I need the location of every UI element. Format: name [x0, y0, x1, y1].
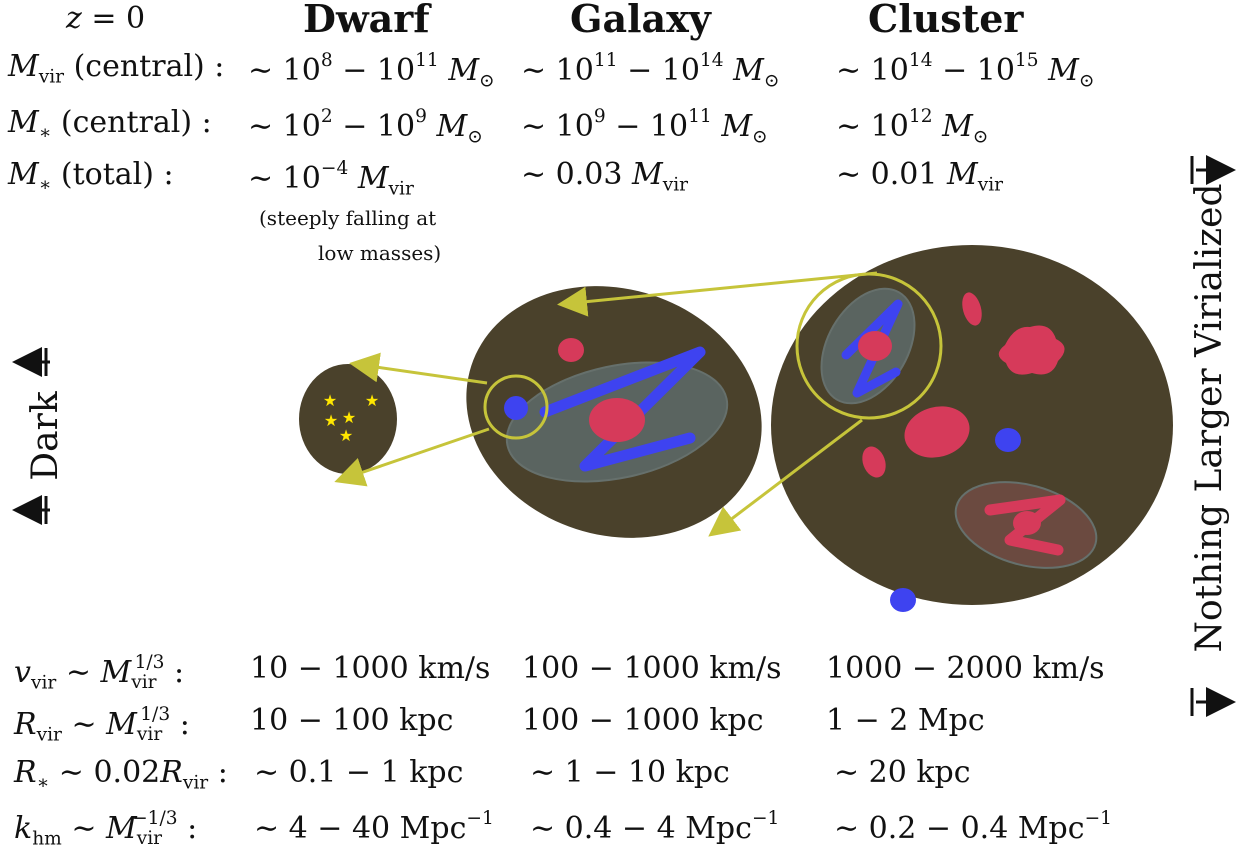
- value-galaxy: 100 − 1000 km/s: [522, 651, 782, 686]
- value-cluster: ∼ 20 kpc: [834, 755, 971, 790]
- row-label: khm ∼ Mvir−1/3 :: [14, 808, 198, 850]
- cluster-red-blob: [998, 325, 1065, 375]
- zoom-arrows: [334, 271, 878, 537]
- dwarf-note-line-2: low masses): [318, 241, 442, 265]
- satellite-blue: [504, 396, 528, 420]
- zoom-circle: [483, 374, 549, 440]
- row-label: Mvir (central) :: [8, 49, 225, 88]
- column-header-cluster: Cluster: [868, 0, 1024, 41]
- row-label: Rvir ∼ Mvir1/3 :: [14, 704, 190, 746]
- value-dwarf: ∼ 0.1 − 1 kpc: [254, 755, 464, 790]
- galaxy-spiral-arms: [539, 346, 706, 472]
- value-dwarf: ∼ 108 − 1011 M⊙: [248, 50, 495, 92]
- star-icon: ★: [339, 426, 353, 445]
- value-galaxy: 100 − 1000 kpc: [522, 703, 764, 738]
- galaxy-bulge: [589, 398, 645, 442]
- column-header-galaxy: Galaxy: [570, 0, 711, 41]
- row-label: M∗ (total) :: [8, 157, 174, 196]
- value-cluster: ∼ 1014 − 1015 M⊙: [836, 50, 1095, 92]
- row-label: R∗ ∼ 0.02Rvir :: [14, 755, 228, 794]
- value-cluster: ∼ 0.01 Mvir: [836, 157, 1004, 196]
- star-icon: ★: [365, 391, 379, 410]
- value-dwarf: 10 − 1000 km/s: [250, 651, 491, 686]
- value-cluster: ∼ 1012 M⊙: [836, 106, 989, 148]
- value-galaxy: ∼ 109 − 1011 M⊙: [521, 106, 768, 148]
- star-icon: ★: [324, 411, 338, 430]
- left-side-arrows: [11, 347, 50, 525]
- value-galaxy: ∼ 0.4 − 4 Mpc−1: [530, 808, 780, 846]
- column-header-dwarf: Dwarf: [303, 0, 430, 41]
- cluster-halo: [771, 245, 1173, 612]
- star-icon: ★: [323, 391, 337, 410]
- value-cluster: 1000 − 2000 km/s: [826, 651, 1105, 686]
- galaxy-halo: [466, 286, 762, 538]
- value-galaxy: ∼ 1 − 10 kpc: [530, 755, 730, 790]
- value-dwarf: 10 − 100 kpc: [250, 703, 454, 738]
- dwarf-note-line-1: (steeply falling at: [259, 206, 437, 230]
- dwarf-halo: ★ ★ ★ ★ ★: [299, 364, 397, 474]
- row-label: M∗ (central) :: [8, 105, 212, 144]
- row-label: vvir ∼ Mvir1/3 :: [14, 652, 185, 694]
- value-dwarf: ∼ 4 − 40 Mpc−1: [254, 808, 494, 846]
- value-cluster: 1 − 2 Mpc: [826, 703, 985, 738]
- value-cluster: ∼ 0.2 − 0.4 Mpc−1: [834, 808, 1112, 846]
- value-dwarf: ∼ 10−4 Mvir: [248, 158, 414, 200]
- right-side-arrows: [1190, 155, 1236, 717]
- star-icon: ★: [342, 408, 356, 427]
- value-dwarf: ∼ 102 − 109 M⊙: [248, 106, 483, 148]
- redshift-label: z = 0: [66, 1, 146, 36]
- value-galaxy: ∼ 0.03 Mvir: [521, 157, 689, 196]
- value-galaxy: ∼ 1011 − 1014 M⊙: [521, 50, 780, 92]
- satellite-red: [558, 338, 584, 362]
